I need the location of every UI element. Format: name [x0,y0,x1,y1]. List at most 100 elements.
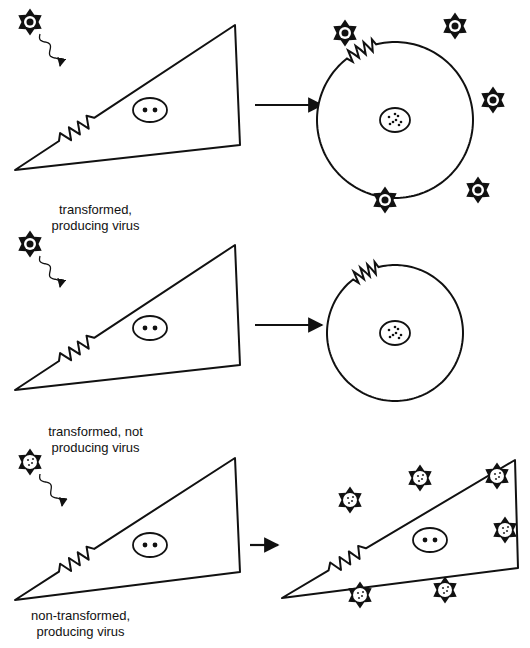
chromatin [394,113,397,116]
virus [373,187,396,214]
nucleus [380,108,410,132]
virus-core [417,475,419,477]
result-arrow [255,104,322,106]
virus-core [357,592,359,594]
virus-coat [18,9,41,36]
virus-core [27,241,34,248]
virus-coat [348,582,371,609]
nucleus [133,533,167,557]
chromatin [398,124,401,127]
flat-cell [15,458,240,600]
virus-coat [338,487,361,514]
virus-ring [413,471,427,485]
chromatin [394,326,397,329]
virus-coat [18,231,41,258]
virus [408,465,431,492]
virus-coat [493,517,516,544]
virus-core [452,23,459,30]
virus-coat [466,177,489,204]
virus-core [361,595,363,597]
chromatin [388,116,391,119]
virus [433,577,456,604]
virus-ring [487,94,499,106]
chromatin [153,543,158,548]
flat-cell [282,460,518,598]
chromatin [423,538,428,543]
virus-core [421,478,423,480]
caption-label: transformed, not producing virus [33,424,158,456]
infection-arrow [40,256,61,287]
chromatin [397,328,400,331]
chromatin [388,329,391,332]
virus-coat [408,465,431,492]
virus [443,13,466,40]
virus-core [362,591,364,593]
virus-coat [443,13,466,40]
virus-core [342,30,349,37]
round-cell [317,39,473,198]
virus [493,517,516,544]
caption-label: transformed, producing virus [33,202,158,234]
virus-ring [438,583,452,597]
virus-ring [339,27,351,39]
virus-core [27,19,34,26]
chromatin [389,123,392,126]
virus [338,487,361,514]
chromatin [397,115,400,118]
virus-core [494,473,496,475]
virus-core [422,474,424,476]
virus-core [499,472,501,474]
chromatin [395,119,398,122]
virus-core [502,527,504,529]
virus-ring [23,455,37,469]
virus-core [27,459,29,461]
nucleus [133,98,167,122]
virus-ring [379,194,391,206]
chromatin [153,326,158,331]
virus-core [495,478,497,480]
nucleus [133,316,167,340]
nucleus [380,321,410,345]
virus-ring [353,588,367,602]
virus-ring [490,469,504,483]
chromatin [433,538,438,543]
chromatin [398,337,401,340]
virus-core [443,592,445,594]
virus-coat [485,463,508,490]
virus-coat [373,187,396,214]
virus [485,463,508,490]
chromatin [395,332,398,335]
cell-outline [15,245,240,390]
virus [481,87,504,114]
result-arrow [255,324,322,326]
chromatin [392,121,395,124]
virus-ring [498,523,512,537]
cell-outline [282,460,518,598]
chromatin [400,121,403,124]
virus-coat [433,577,456,604]
virus-ring [449,20,461,32]
virus-core [498,476,500,478]
chromatin [389,336,392,339]
chromatin [392,334,395,337]
caption-label: non-transformed, producing virus [18,608,143,640]
virus-ring [24,16,36,28]
virus-core [31,462,33,464]
virus-core [507,526,509,528]
virus-core [418,480,420,482]
virus [348,582,371,609]
virus-core [442,587,444,589]
virus-coat [481,87,504,114]
flat-cell [15,25,240,170]
virus [18,231,41,258]
virus-ring [343,493,357,507]
chromatin [143,108,148,113]
round-cell [327,262,463,401]
cell-outline [327,262,463,401]
virus-core [352,496,354,498]
virus [466,177,489,204]
virus-core [475,187,482,194]
virus-core [28,464,30,466]
chromatin [153,108,158,113]
